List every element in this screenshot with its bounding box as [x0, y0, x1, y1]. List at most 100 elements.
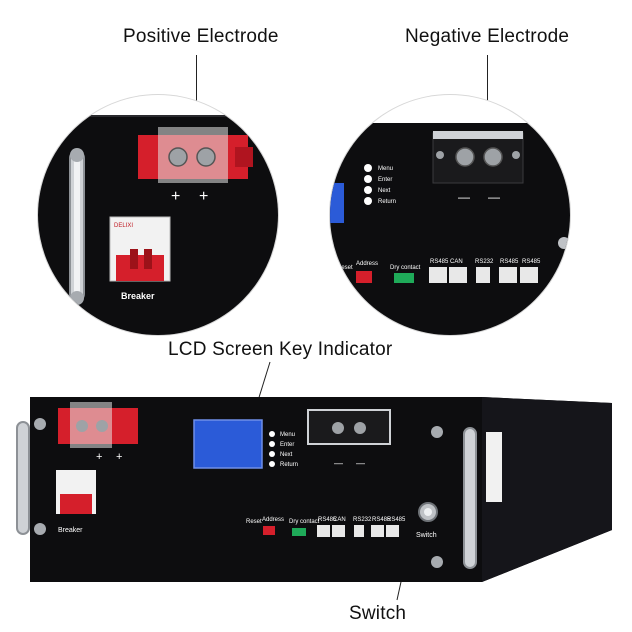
dry-contact-terminal — [394, 273, 414, 283]
unit-dry-contact-label: Dry contact — [289, 519, 320, 525]
unit-minus-left: — — [334, 458, 343, 468]
unit-negative-bolt-right — [354, 422, 366, 434]
plus-sign-right: + — [199, 188, 208, 205]
left-handle — [16, 421, 30, 535]
unit-rs485-port-2 — [371, 525, 384, 537]
next-key — [364, 186, 372, 194]
unit-rs485-port-1 — [317, 525, 330, 537]
unit-positive-bolt-left — [76, 420, 88, 432]
unit-reset-label: Reset — [246, 519, 262, 525]
leader-negative — [487, 55, 488, 127]
handle-highlight — [74, 155, 80, 297]
menu-key — [364, 164, 372, 172]
callout-negative-electrode: Negative Electrode — [405, 26, 570, 47]
breaker-switch — [116, 255, 164, 281]
rs232-label: RS232 — [475, 259, 494, 265]
unit-menu-label: Menu — [280, 432, 295, 438]
next-key-label: Next — [378, 188, 391, 194]
plus-sign-left: + — [171, 188, 180, 205]
unit-dry-contact — [292, 528, 306, 536]
dry-contact-label: Dry contact — [390, 265, 421, 271]
unit-rs485-label-2: RS485 — [372, 517, 391, 523]
leader-positive — [196, 55, 197, 145]
zoom-circle-negative: — — Menu Enter Next Return Reset Address… — [330, 95, 570, 335]
zoom-negative-svg: — — Menu Enter Next Return Reset Address… — [330, 123, 570, 335]
address-dip-switch — [356, 271, 372, 283]
chassis-side — [482, 397, 612, 582]
enter-key-label: Enter — [378, 177, 392, 183]
handle-screw-top — [70, 148, 84, 162]
return-key — [364, 197, 372, 205]
rs485-label-1: RS485 — [430, 259, 449, 265]
unit-breaker-switch — [60, 494, 92, 514]
breaker-lever-right — [144, 249, 152, 269]
terminal-bolt-right — [196, 147, 216, 167]
rs485-label-3: RS485 — [522, 259, 541, 265]
callout-positive-electrode: Positive Electrode — [123, 26, 279, 47]
zoom-circle-positive: + + DELIXI Breaker — [38, 95, 278, 335]
negative-terminal-block — [432, 132, 524, 184]
left-handle-screw-top — [34, 418, 46, 430]
callout-lcd-screen: LCD Screen Key Indicator — [168, 339, 393, 360]
enter-key — [364, 175, 372, 183]
terminal-screw-left — [436, 151, 444, 159]
rs485-port-1 — [429, 267, 447, 283]
unit-address-dip — [263, 526, 275, 535]
terminal-tab — [235, 147, 253, 167]
lcd-screen — [193, 419, 263, 469]
unit-return-label: Return — [280, 462, 298, 468]
zoom-positive-svg: + + DELIXI Breaker — [38, 115, 278, 335]
unit-menu-key — [269, 431, 275, 437]
minus-sign-left: — — [458, 190, 470, 204]
chassis-edge — [58, 115, 278, 117]
unit-switch-label: Switch — [416, 532, 437, 539]
unit-address-label: Address — [262, 517, 284, 523]
breaker-lever-left — [130, 249, 138, 269]
unit-negative-terminal — [307, 409, 391, 445]
right-handle-screw-bottom — [431, 556, 443, 568]
unit-enter-label: Enter — [280, 442, 294, 448]
breaker-label: Breaker — [121, 291, 155, 301]
power-switch-center — [424, 508, 432, 516]
breaker-brand: DELIXI — [114, 223, 133, 229]
unit-minus-right: — — [356, 458, 365, 468]
minus-sign-right: — — [488, 190, 500, 204]
unit-can-port — [332, 525, 345, 537]
unit-rs485-port-3 — [386, 525, 399, 537]
unit-plus-right: + — [116, 451, 122, 463]
rs485-label-2: RS485 — [500, 259, 519, 265]
right-handle-screw-top — [431, 426, 443, 438]
unit-positive-bolt-right — [96, 420, 108, 432]
menu-key-label: Menu — [378, 166, 393, 172]
left-handle-screw-bottom — [34, 523, 46, 535]
address-label: Address — [356, 261, 378, 267]
terminal-bolt-left — [455, 147, 475, 167]
unit-rs232-label: RS232 — [353, 517, 372, 523]
side-spec-label — [486, 432, 502, 502]
unit-rs232-port — [354, 525, 364, 537]
unit-next-key — [269, 451, 275, 457]
can-port — [449, 267, 467, 283]
can-label: CAN — [450, 259, 463, 265]
terminal-cover — [433, 131, 523, 139]
return-key-label: Return — [378, 199, 396, 205]
rs232-port — [476, 267, 490, 283]
rs485-port-2 — [499, 267, 517, 283]
unit-negative-bolt-left — [332, 422, 344, 434]
right-handle — [463, 427, 477, 569]
unit-can-label: CAN — [333, 517, 346, 523]
lcd-edge — [330, 183, 344, 223]
rs485-port-3 — [520, 267, 538, 283]
terminal-screw-right — [512, 151, 520, 159]
unit-return-key — [269, 461, 275, 467]
callout-switch: Switch — [349, 603, 407, 624]
unit-next-label: Next — [280, 452, 293, 458]
terminal-bolt-right — [483, 147, 503, 167]
unit-rs485-label-3: RS485 — [387, 517, 406, 523]
terminal-bolt-left — [168, 147, 188, 167]
unit-plus-left: + — [96, 451, 102, 463]
unit-enter-key — [269, 441, 275, 447]
unit-rs485-label-1: RS485 — [318, 517, 337, 523]
